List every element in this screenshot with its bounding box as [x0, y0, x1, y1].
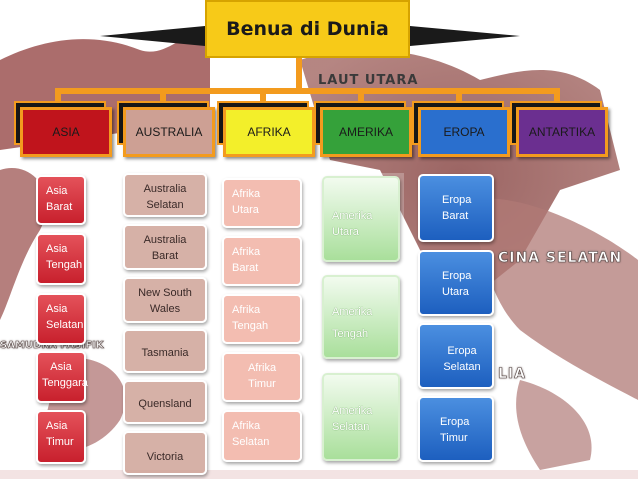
amerika-item-label: Amerika Utara — [332, 210, 373, 238]
left-arrow-connector — [100, 26, 205, 46]
category-afrika: AFRIKA — [217, 101, 315, 157]
category-label: AMERIKA — [338, 125, 393, 139]
map-label-cina-selatan: CINA SELATAN — [498, 250, 623, 267]
category-label: ASIA — [52, 125, 80, 139]
amerika-item: Amerika Utara — [322, 176, 400, 262]
right-arrow-connector — [410, 26, 520, 46]
amerika-item: Amerika Tengah — [322, 275, 400, 359]
australia-item: Australia Selatan — [123, 173, 207, 217]
afrika-item: Afrika Tengah — [222, 294, 302, 344]
trunk-connector — [296, 58, 302, 92]
afrika-item: Afrika Timur — [222, 352, 302, 402]
eropa-item: Eropa Barat — [418, 174, 494, 242]
diagram-title: Benua di Dunia — [226, 18, 389, 40]
asia-item: Asia Tengah — [36, 233, 86, 285]
map-label-samudra-pasifik: SAMUDRA PASIFIK — [0, 340, 104, 352]
amerika-item: Amerika Selatan — [322, 373, 400, 461]
amerika-item-label: Amerika Selatan — [332, 405, 373, 433]
category-label: ANTARTIKA — [528, 125, 596, 139]
eropa-item: Eropa Selatan — [418, 323, 494, 389]
afrika-item: Afrika Utara — [222, 178, 302, 228]
asia-item: Asia Selatan — [36, 293, 86, 345]
category-australia: AUSTRALIA — [117, 101, 215, 157]
category-label: EROPA — [443, 125, 485, 139]
category-asia: ASIA — [14, 101, 112, 157]
title-box: Benua di Dunia — [205, 0, 410, 58]
australia-item: Australia Barat — [123, 224, 207, 270]
category-label: AUSTRALIA — [135, 125, 203, 139]
category-antartika: ANTARTIKA — [510, 101, 608, 157]
eropa-item: Eropa Timur — [418, 396, 494, 462]
australia-item: New South Wales — [123, 277, 207, 323]
australia-item: Tasmania — [123, 329, 207, 373]
category-label: AFRIKA — [247, 125, 291, 139]
connector-lines — [55, 26, 560, 108]
eropa-item: Eropa Utara — [418, 250, 494, 316]
map-label-lia: LIA — [498, 366, 526, 383]
afrika-item: Afrika Selatan — [222, 410, 302, 462]
amerika-item-label: Amerika Tengah — [332, 306, 373, 340]
australia-item: Victoria — [123, 431, 207, 475]
asia-item: Asia Timur — [36, 410, 86, 464]
category-amerika: AMERIKA — [314, 101, 412, 157]
asia-item: Asia Tenggara — [36, 351, 88, 403]
australia-item: Quensland — [123, 380, 207, 424]
category-eropa: EROPA — [412, 101, 510, 157]
branch-connector — [55, 88, 560, 94]
asia-item: Asia Barat — [36, 175, 86, 225]
afrika-item: Afrika Barat — [222, 236, 302, 286]
map-label-laut-utara: LAUT UTARA — [318, 73, 419, 88]
